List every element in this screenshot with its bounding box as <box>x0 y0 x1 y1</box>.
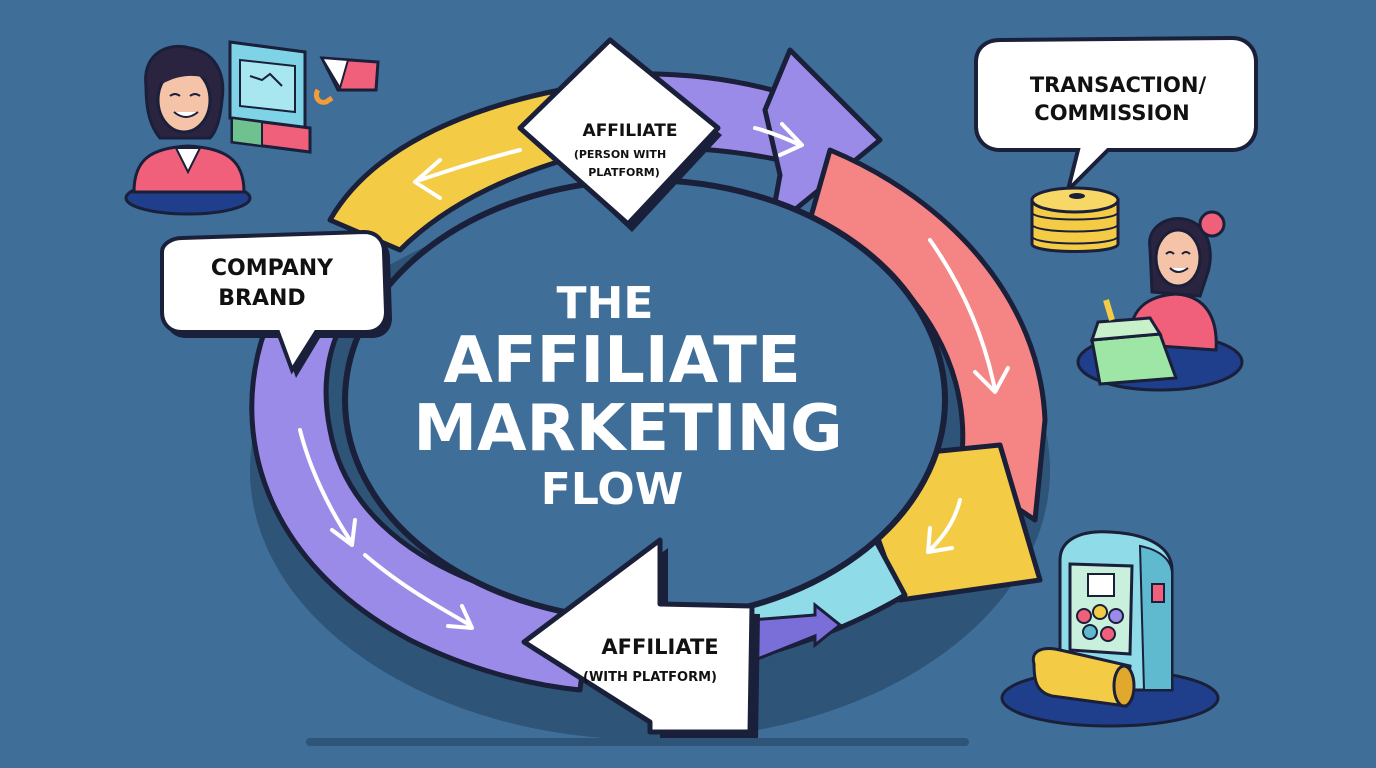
small-arrow-right <box>748 601 843 663</box>
affiliate-bottom-sub: (WITH PLATFORM) <box>583 670 717 685</box>
diagram-title: THE AFFILIATE MARKETING FLOW <box>413 278 842 515</box>
kiosk-machine-icon <box>1000 530 1220 728</box>
flow-arrow-4 <box>926 498 962 554</box>
title-line-4: FLOW <box>541 464 683 515</box>
brand-bubble <box>160 229 389 375</box>
node-transaction: TRANSACTION/ COMMISSION <box>974 35 1258 197</box>
company-brand-line1: COMPANY <box>211 256 334 281</box>
node-affiliate-top: AFFILIATE (PERSON WITH PLATFORM) <box>517 37 722 232</box>
flow-arrow-6 <box>363 553 474 630</box>
flow-arrow-2 <box>753 122 804 157</box>
title-line-3: MARKETING <box>413 392 842 466</box>
coin-stack-icon <box>1030 186 1120 253</box>
affiliate-top-title: AFFILIATE <box>583 121 678 141</box>
transaction-line1: TRANSACTION/ <box>1030 73 1207 97</box>
transaction-bubble <box>974 35 1258 197</box>
transaction-line2: COMMISSION <box>1034 101 1189 125</box>
node-company-brand: COMPANY BRAND <box>160 229 392 378</box>
diamond-card <box>517 37 721 227</box>
affiliate-top-line1: (PERSON WITH <box>574 148 666 161</box>
title-line-1: THE <box>557 278 654 329</box>
flow-arrows <box>298 122 1010 630</box>
affiliate-bottom-title: AFFILIATE <box>601 635 718 659</box>
flow-arrow-5 <box>298 428 357 547</box>
flow-arrow-3 <box>928 238 1010 394</box>
title-line-2: AFFILIATE <box>443 324 800 398</box>
node-affiliate-bottom: AFFILIATE (WITH PLATFORM) <box>521 537 760 740</box>
affiliate-bottom-card <box>521 537 755 735</box>
brand-person-icon <box>124 44 252 216</box>
monitor-icon <box>228 40 380 154</box>
shopper-person-icon <box>1076 210 1244 392</box>
flow-arrow-1 <box>413 148 522 200</box>
company-brand-line2: BRAND <box>218 286 305 311</box>
affiliate-top-line2: PLATFORM) <box>588 166 660 179</box>
